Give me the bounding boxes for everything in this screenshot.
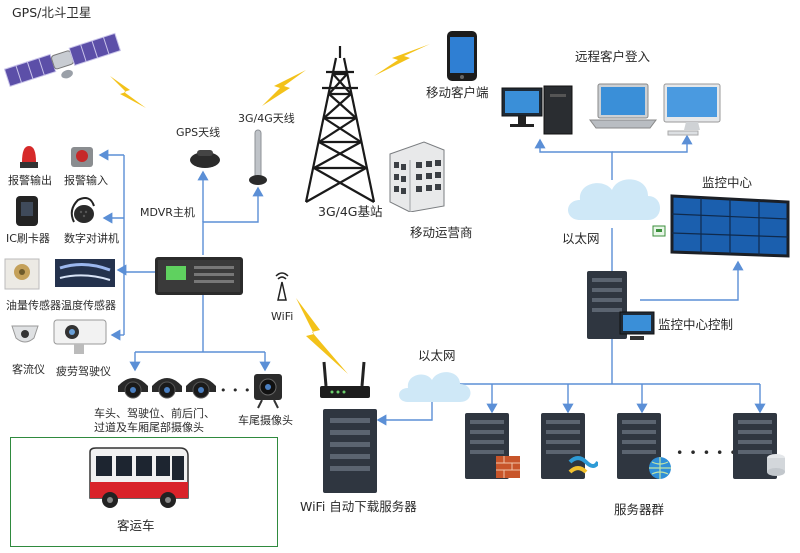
monitor-icon [618, 310, 656, 346]
passenger-counter-label: 客流仪 [12, 363, 45, 376]
server-group-label: 服务器群 [614, 502, 665, 517]
cell-tower-icon [300, 42, 380, 208]
data-server-icon [540, 412, 600, 488]
mdvr-device-icon [154, 256, 244, 300]
cameras-label-1: 车头、驾驶位、前后门、 [94, 407, 215, 420]
desktop-computer-icon [500, 84, 576, 142]
server-icon [322, 408, 378, 498]
card-reader-icon [14, 194, 40, 232]
dome-camera-icon [184, 372, 218, 406]
operator-label: 移动运营商 [410, 225, 473, 240]
oil-sensor-icon [4, 258, 40, 294]
rear-camera-icon [250, 370, 286, 414]
server-icon [586, 270, 628, 344]
bus-frame [10, 437, 278, 547]
intercom-label: 数字对讲机 [64, 232, 119, 245]
cloud-icon [394, 364, 478, 410]
dome-camera-icon [150, 372, 184, 406]
firewall-server-icon [464, 412, 522, 488]
wifi-label: WiFi [271, 310, 294, 323]
satellite-icon [0, 18, 130, 88]
database-server-icon [732, 412, 790, 488]
imac-icon [660, 82, 724, 140]
smartphone-icon [446, 30, 478, 86]
temperature-sensor-icon [54, 258, 116, 292]
ic-reader-label: IC刷卡器 [6, 232, 50, 245]
intercom-icon [66, 194, 98, 232]
servers-ellipsis: • • • • • • [676, 445, 752, 460]
video-wall-icon [668, 192, 792, 266]
wifi-server-label: WiFi 自动下载服务器 [300, 499, 417, 514]
passenger-counter-icon [10, 320, 40, 352]
fatigue-label: 疲劳驾驶仪 [56, 365, 111, 378]
lightning-icon [292, 296, 352, 380]
oil-temp-label: 油量传感器温度传感器 [6, 299, 116, 312]
lightning-icon [260, 68, 308, 112]
mobile-client-label: 移动客户端 [426, 85, 489, 100]
remote-login-label: 远程客户登入 [575, 49, 651, 64]
base-station-label: 3G/4G基站 [318, 204, 383, 219]
lightning-icon [372, 42, 432, 82]
cameras-ellipsis: • • • [220, 384, 252, 397]
cloud-icon [560, 168, 670, 232]
cameras-label-2: 过道及车厢尾部摄像头 [94, 421, 204, 434]
mdvr-label: MDVR主机 [140, 206, 195, 219]
rear-camera-label: 车尾摄像头 [238, 414, 293, 427]
cell-antenna-label: 3G/4G天线 [238, 112, 295, 125]
ethernet-top-label: 以太网 [562, 231, 600, 246]
ethernet-bottom-label: 以太网 [418, 348, 456, 363]
alarm-light-icon [18, 142, 40, 174]
alarm-button-icon [70, 144, 94, 172]
building-icon [388, 140, 446, 216]
monitor-control-label: 监控中心控制 [658, 317, 734, 332]
gps-antenna-label: GPS天线 [176, 126, 221, 139]
alarm-in-label: 报警输入 [64, 174, 108, 187]
bus-label: 客运车 [117, 518, 155, 533]
wifi-signal-icon [272, 270, 292, 306]
wifi-router-icon [318, 360, 372, 406]
web-server-icon [616, 412, 674, 488]
lightning-icon [108, 74, 148, 114]
satellite-label: GPS/北斗卫星 [12, 5, 92, 20]
bus-icon [84, 446, 192, 514]
alarm-out-label: 报警输出 [8, 174, 52, 187]
gps-antenna-icon [188, 146, 222, 174]
monitor-center-label: 监控中心 [702, 175, 753, 190]
fatigue-monitor-icon [52, 316, 110, 362]
cell-antenna-icon [247, 128, 269, 192]
dome-camera-icon [116, 372, 150, 406]
network-adapter-icon [652, 222, 666, 241]
laptop-icon [588, 82, 658, 136]
